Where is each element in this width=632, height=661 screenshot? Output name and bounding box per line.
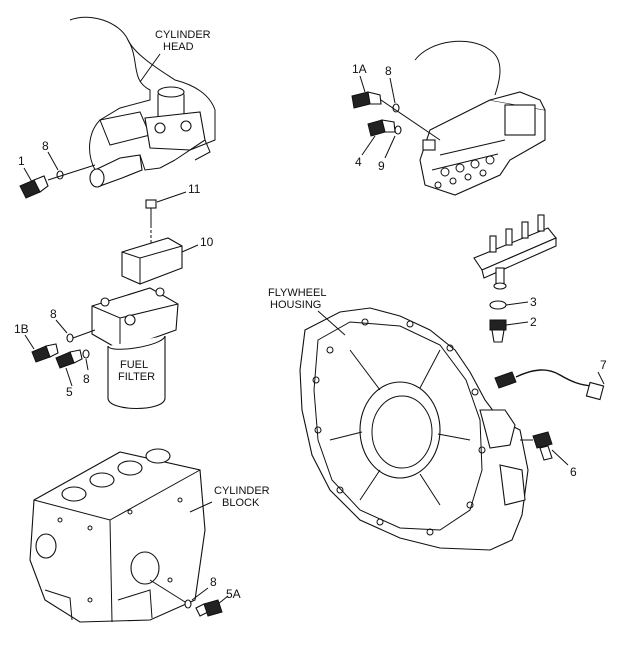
injection-pump-assembly bbox=[414, 40, 546, 196]
o-ring-8-filter-top: 8 bbox=[50, 307, 96, 343]
o-ring-8-rail: 8 bbox=[380, 64, 441, 141]
svg-text:FLYWHEEL: FLYWHEEL bbox=[268, 287, 326, 299]
cylinder-block bbox=[29, 448, 206, 623]
o-ring-9: 9 bbox=[378, 125, 402, 173]
module-10: 10 bbox=[121, 235, 214, 285]
o-ring-8-block: 8 bbox=[149, 575, 217, 609]
svg-text:FILTER: FILTER bbox=[118, 371, 155, 383]
label-cylinder-head: CYLINDER HEAD bbox=[139, 29, 211, 83]
svg-text:8: 8 bbox=[50, 307, 57, 321]
svg-text:5: 5 bbox=[66, 385, 73, 399]
sensor-7-harness: 7 bbox=[494, 358, 607, 401]
svg-text:8: 8 bbox=[210, 575, 217, 589]
svg-text:3: 3 bbox=[530, 295, 537, 309]
svg-text:1B: 1B bbox=[14, 322, 29, 336]
sensor-5a: 5A bbox=[195, 587, 241, 617]
flywheel-housing bbox=[299, 307, 529, 551]
o-ring-8-filter-bottom: 8 bbox=[82, 349, 90, 386]
sensor-2: 2 bbox=[489, 315, 537, 343]
o-ring-3: 3 bbox=[489, 295, 537, 310]
svg-text:FUEL: FUEL bbox=[120, 359, 148, 371]
svg-text:4: 4 bbox=[355, 155, 362, 169]
sensor-6: 6 bbox=[520, 431, 577, 479]
sensor-1b: 1B bbox=[14, 322, 59, 363]
bolt-11: 11 bbox=[145, 182, 201, 248]
svg-text:HEAD: HEAD bbox=[163, 41, 194, 53]
svg-text:1A: 1A bbox=[352, 62, 367, 76]
svg-text:6: 6 bbox=[570, 465, 577, 479]
cylinder-head-assembly bbox=[69, 16, 216, 188]
svg-text:5A: 5A bbox=[226, 587, 241, 601]
svg-text:11: 11 bbox=[188, 182, 201, 196]
common-rail bbox=[473, 214, 557, 290]
label-cylinder-block: CYLINDER BLOCK bbox=[189, 485, 270, 513]
svg-text:BLOCK: BLOCK bbox=[222, 497, 260, 509]
sensor-5: 5 bbox=[55, 349, 83, 399]
label-fuel-filter: FUEL FILTER bbox=[118, 359, 155, 383]
svg-text:2: 2 bbox=[530, 315, 537, 329]
svg-text:9: 9 bbox=[378, 159, 385, 173]
label-flywheel-housing: FLYWHEEL HOUSING bbox=[268, 287, 346, 336]
svg-text:8: 8 bbox=[385, 64, 392, 78]
svg-text:HOUSING: HOUSING bbox=[270, 299, 321, 311]
sensor-4: 4 bbox=[355, 119, 396, 169]
fuel-filter bbox=[91, 287, 179, 410]
svg-text:8: 8 bbox=[42, 139, 49, 153]
o-ring-8-head: 8 bbox=[42, 139, 96, 181]
svg-text:CYLINDER: CYLINDER bbox=[155, 29, 211, 41]
svg-text:8: 8 bbox=[83, 372, 90, 386]
svg-text:1: 1 bbox=[18, 154, 25, 168]
svg-text:7: 7 bbox=[600, 358, 607, 372]
svg-text:CYLINDER: CYLINDER bbox=[214, 485, 270, 497]
sensor-1a: 1A bbox=[351, 62, 382, 109]
svg-text:10: 10 bbox=[200, 235, 214, 249]
sensor-1: 1 bbox=[18, 154, 49, 199]
